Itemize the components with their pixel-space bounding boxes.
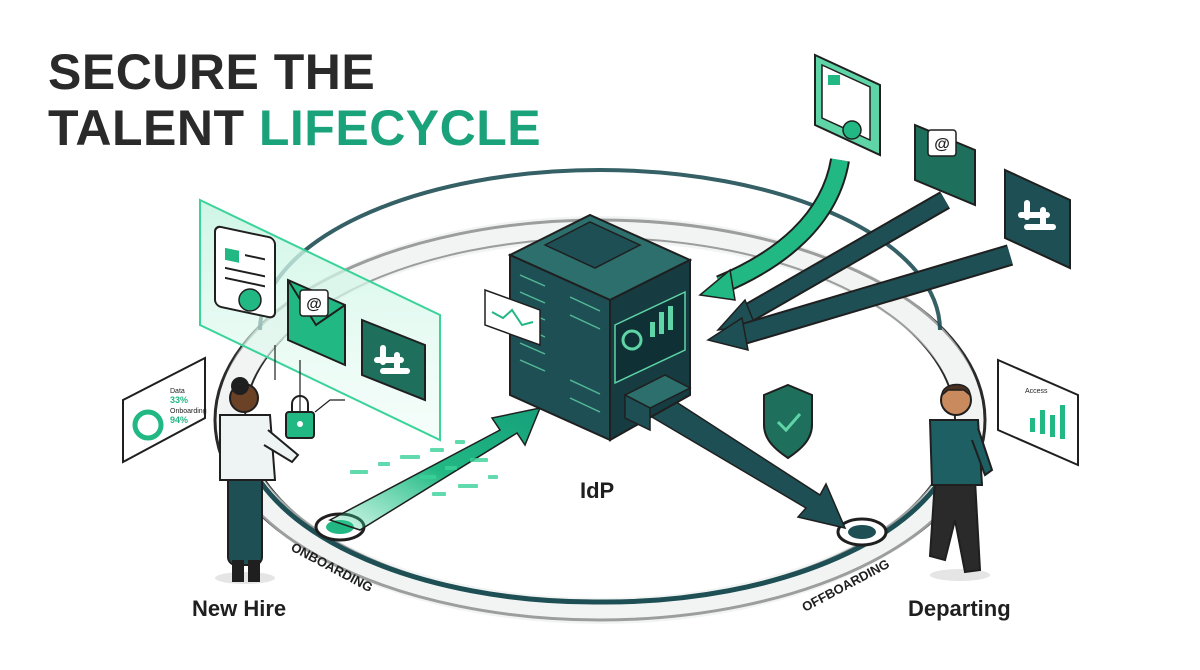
offboarding-arrow xyxy=(639,383,847,530)
page-title: SECURE THE TALENT LIFECYCLE xyxy=(48,44,541,156)
title-line-2-plain: TALENT xyxy=(48,100,259,156)
app-sync-arrows xyxy=(698,158,1014,352)
dashboard-value-onboarding: 94% xyxy=(170,415,188,425)
access-dashboard: Access xyxy=(997,358,1079,467)
idp-server xyxy=(484,213,693,442)
departing-person xyxy=(928,383,994,581)
offboarding-node xyxy=(836,517,888,547)
dashboard-label-onboarding: Onboarding xyxy=(170,408,207,415)
svg-text:@: @ xyxy=(934,136,950,153)
new-hire-label: New Hire xyxy=(192,596,287,621)
onboarding-dashboard: Data 33% Onboarding 94% xyxy=(122,356,207,464)
dashboard-label-access: Access xyxy=(1025,388,1048,395)
new-hire-person xyxy=(215,377,300,584)
contract-icon xyxy=(214,225,276,319)
email-app-icon: @ xyxy=(914,123,976,207)
panel-connector-lines xyxy=(274,345,345,413)
dashboard-value-data: 33% xyxy=(170,395,188,405)
onboarding-arrow xyxy=(328,406,542,531)
slack-app-icon xyxy=(1004,168,1071,270)
dashboard-label-data: Data xyxy=(170,388,185,395)
departing-label: Departing xyxy=(908,596,1011,621)
shield-check-icon xyxy=(763,383,813,460)
svg-text:@: @ xyxy=(306,296,322,313)
title-line-2: TALENT LIFECYCLE xyxy=(48,100,541,156)
slack-icon xyxy=(361,318,426,402)
idp-label: IdP xyxy=(580,478,615,503)
title-line-1: SECURE THE xyxy=(48,44,376,100)
contract-app-icon xyxy=(814,53,881,157)
title-line-2-accent: LIFECYCLE xyxy=(258,100,542,156)
email-icon: @ xyxy=(287,278,346,367)
